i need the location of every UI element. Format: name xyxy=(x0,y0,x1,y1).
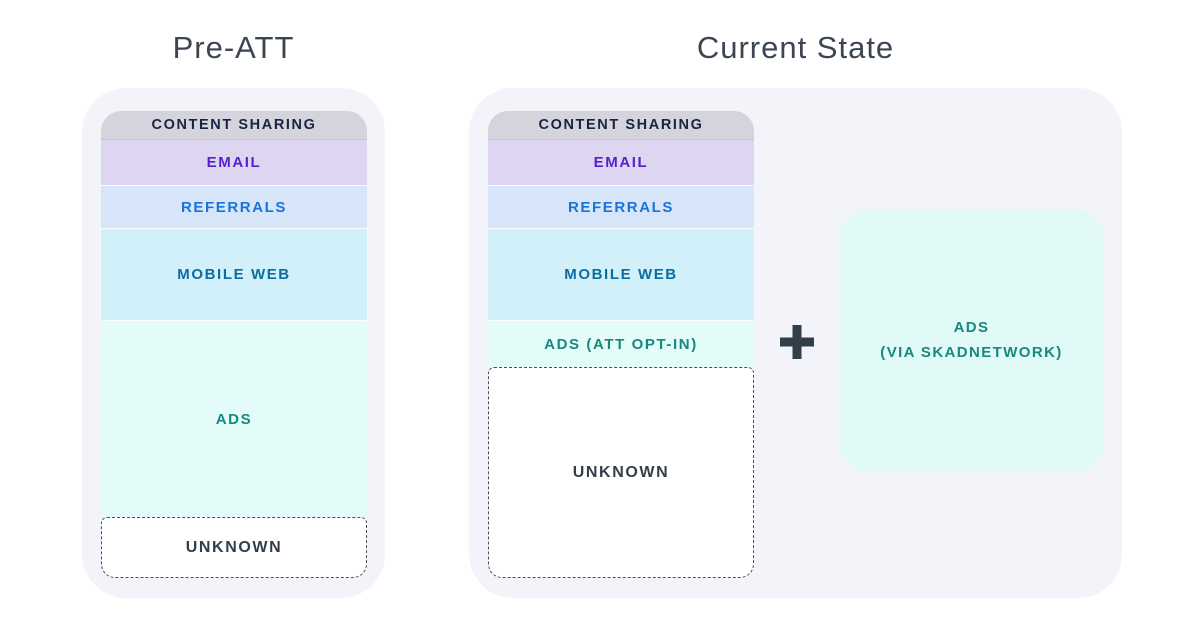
skadnetwork-label-line2: (VIA SKADNETWORK) xyxy=(880,343,1063,361)
pre-att-segment-ads: ADS xyxy=(101,320,367,517)
current-state-segment-referrals: REFERRALS xyxy=(488,185,754,228)
pre-att-segment-email: EMAIL xyxy=(101,139,367,185)
ads-via-skadnetwork-box: ADS (VIA SKADNETWORK) xyxy=(839,209,1104,472)
current-state-segment-ads-att-opt-in: ADS (ATT OPT-IN) xyxy=(488,320,754,367)
pre-att-title: Pre-ATT xyxy=(172,30,295,65)
pre-att-segment-content-sharing: CONTENT SHARING xyxy=(101,111,367,139)
current-state-segment-content-sharing: CONTENT SHARING xyxy=(488,111,754,139)
current-state-title: Current State xyxy=(696,30,895,65)
pre-att-segment-unknown: UNKNOWN xyxy=(101,517,367,578)
pre-att-segment-mobile-web: MOBILE WEB xyxy=(101,228,367,320)
current-state-segment-mobile-web: MOBILE WEB xyxy=(488,228,754,320)
current-state-card: CONTENT SHARING EMAIL REFERRALS MOBILE W… xyxy=(469,88,1122,598)
current-state-segment-unknown: UNKNOWN xyxy=(488,367,754,578)
current-state-segment-email: EMAIL xyxy=(488,139,754,185)
pre-att-card: CONTENT SHARING EMAIL REFERRALS MOBILE W… xyxy=(82,88,385,598)
skadnetwork-label-line1: ADS xyxy=(953,318,990,336)
ads-via-skadnetwork-label: ADS (VIA SKADNETWORK) xyxy=(880,316,1062,366)
plus-icon xyxy=(780,325,814,359)
current-state-stacked-bar: CONTENT SHARING EMAIL REFERRALS MOBILE W… xyxy=(488,111,754,578)
pre-att-segment-referrals: REFERRALS xyxy=(101,185,367,228)
pre-att-stacked-bar: CONTENT SHARING EMAIL REFERRALS MOBILE W… xyxy=(101,111,367,578)
